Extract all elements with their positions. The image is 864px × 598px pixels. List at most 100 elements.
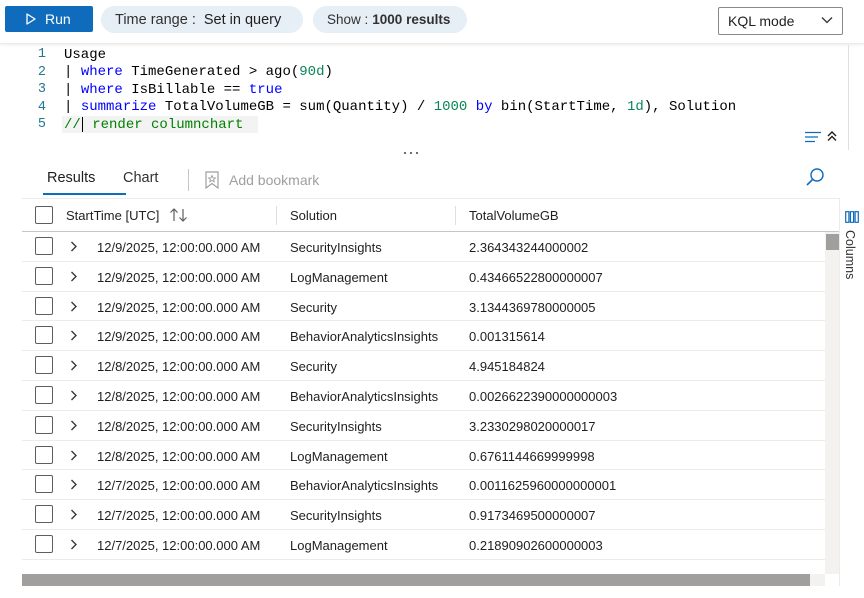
result-limit-picker[interactable]: Show : 1000 results: [313, 6, 467, 33]
grid-horizontal-scrollbar[interactable]: [22, 574, 825, 586]
row-checkbox[interactable]: [35, 237, 53, 255]
cell-starttime: 12/9/2025, 12:00:00.000 AM: [97, 240, 261, 255]
bookmark-icon: [205, 171, 219, 189]
chevron-right-icon[interactable]: [70, 420, 78, 431]
cell-solution: BehaviorAnalyticsInsights: [290, 478, 439, 494]
grid-header: StartTime [UTC] Solution TotalVolumeGB: [22, 199, 839, 232]
cell-totalvolumegb: 4.945184824: [469, 359, 545, 375]
chevron-right-icon[interactable]: [70, 330, 78, 341]
row-checkbox[interactable]: [35, 534, 53, 553]
column-header-solution[interactable]: Solution: [290, 208, 337, 223]
text-cursor: [81, 116, 83, 132]
chevron-right-icon[interactable]: [70, 450, 78, 461]
editor-line: 1 Usage: [0, 46, 852, 64]
pane-splitter[interactable]: [0, 151, 864, 155]
code-text: | where TimeGenerated > ago(90d): [64, 64, 333, 80]
row-checkbox[interactable]: [35, 356, 53, 375]
scrollbar-thumb[interactable]: [22, 574, 810, 586]
row-checkbox[interactable]: [35, 505, 53, 524]
collapse-up-icon[interactable]: [826, 130, 838, 142]
code-token: bin(StartTime,: [492, 99, 627, 116]
line-number: 4: [37, 99, 46, 115]
column-resize-handle[interactable]: [276, 206, 277, 225]
chevron-right-icon[interactable]: [70, 509, 78, 520]
code-token: |: [64, 64, 81, 81]
search-icon[interactable]: [805, 167, 825, 187]
cell-totalvolumegb: 0.9173469500000007: [469, 508, 596, 524]
add-bookmark-button[interactable]: Add bookmark: [205, 171, 319, 189]
editor-line-current: 5 // render columnchart: [0, 116, 852, 134]
cell-totalvolumegb: 3.1344369780000005: [469, 299, 596, 315]
cell-solution: BehaviorAnalyticsInsights: [290, 388, 439, 404]
columns-icon: [845, 211, 859, 223]
chevron-right-icon[interactable]: [70, 301, 78, 312]
chevron-right-icon[interactable]: [70, 479, 78, 490]
cell-starttime: 12/8/2025, 12:00:00.000 AM: [97, 359, 261, 375]
row-checkbox[interactable]: [35, 445, 53, 464]
cell-totalvolumegb: 0.6761144669999998: [469, 448, 595, 464]
code-keyword: where: [80, 81, 123, 98]
chevron-right-icon[interactable]: [70, 360, 78, 371]
cell-solution: SecurityInsights: [290, 240, 382, 255]
column-resize-handle[interactable]: [455, 206, 456, 225]
grid-vertical-scrollbar[interactable]: [825, 232, 839, 574]
query-mode-select[interactable]: KQL mode: [718, 7, 843, 35]
row-checkbox[interactable]: [35, 415, 53, 434]
row-checkbox[interactable]: [35, 385, 53, 404]
word-wrap-icon[interactable]: [804, 131, 822, 143]
select-all-checkbox[interactable]: [35, 206, 53, 224]
chevron-right-icon[interactable]: [70, 241, 78, 252]
run-button-label: Run: [45, 11, 71, 27]
code-token: |: [64, 81, 81, 98]
line-number: 2: [37, 64, 46, 80]
cell-solution: LogManagement: [290, 537, 388, 553]
line-number: 5: [37, 117, 46, 133]
chevron-right-icon[interactable]: [70, 539, 78, 550]
row-checkbox[interactable]: [35, 296, 53, 315]
column-header-starttime[interactable]: StartTime [UTC]: [66, 208, 160, 223]
code-keyword: summarize: [80, 99, 157, 116]
tab-chart[interactable]: Chart: [123, 170, 159, 186]
current-line-highlight: [62, 116, 258, 133]
result-limit-label: Show :: [327, 12, 369, 27]
code-text: // render columnchart: [64, 116, 243, 133]
time-range-value: Set in query: [203, 11, 282, 28]
line-number: 1: [37, 47, 46, 63]
column-header-totalvolumegb[interactable]: TotalVolumeGB: [469, 208, 559, 223]
code-text: | where IsBillable == true: [64, 82, 282, 98]
cell-totalvolumegb: 0.001315614: [469, 329, 545, 345]
tab-results[interactable]: Results: [47, 170, 96, 186]
scrollbar-thumb[interactable]: [826, 234, 839, 250]
sort-arrows-icon[interactable]: [169, 206, 189, 224]
add-bookmark-label: Add bookmark: [229, 172, 320, 188]
code-keyword: true: [248, 81, 283, 98]
row-checkbox[interactable]: [35, 266, 53, 285]
row-checkbox[interactable]: [35, 326, 53, 345]
chevron-right-icon[interactable]: [70, 390, 78, 401]
code-number: 1d: [626, 99, 644, 116]
code-token: ): [324, 64, 333, 81]
results-tabs: Results Chart Add bookmark: [22, 160, 864, 196]
run-button[interactable]: Run: [5, 6, 93, 32]
query-editor[interactable]: 1 Usage 2 | where TimeGenerated > ago(90…: [0, 45, 852, 145]
chevron-right-icon[interactable]: [70, 271, 78, 282]
editor-scrollbar[interactable]: [848, 45, 862, 150]
row-checkbox[interactable]: [35, 475, 53, 494]
table-row[interactable]: 12/9/2025, 12:00:00.000 AM SecurityInsigh…: [22, 232, 825, 262]
code-token: IsBillable ==: [122, 81, 249, 98]
drag-handle-icon: [403, 151, 419, 155]
time-range-picker[interactable]: Time range : Set in query: [101, 6, 303, 33]
columns-side-panel[interactable]: Columns: [839, 198, 864, 586]
query-toolbar: Run Time range : Set in query Show : 100…: [0, 0, 864, 44]
code-number: 1000: [433, 99, 468, 116]
